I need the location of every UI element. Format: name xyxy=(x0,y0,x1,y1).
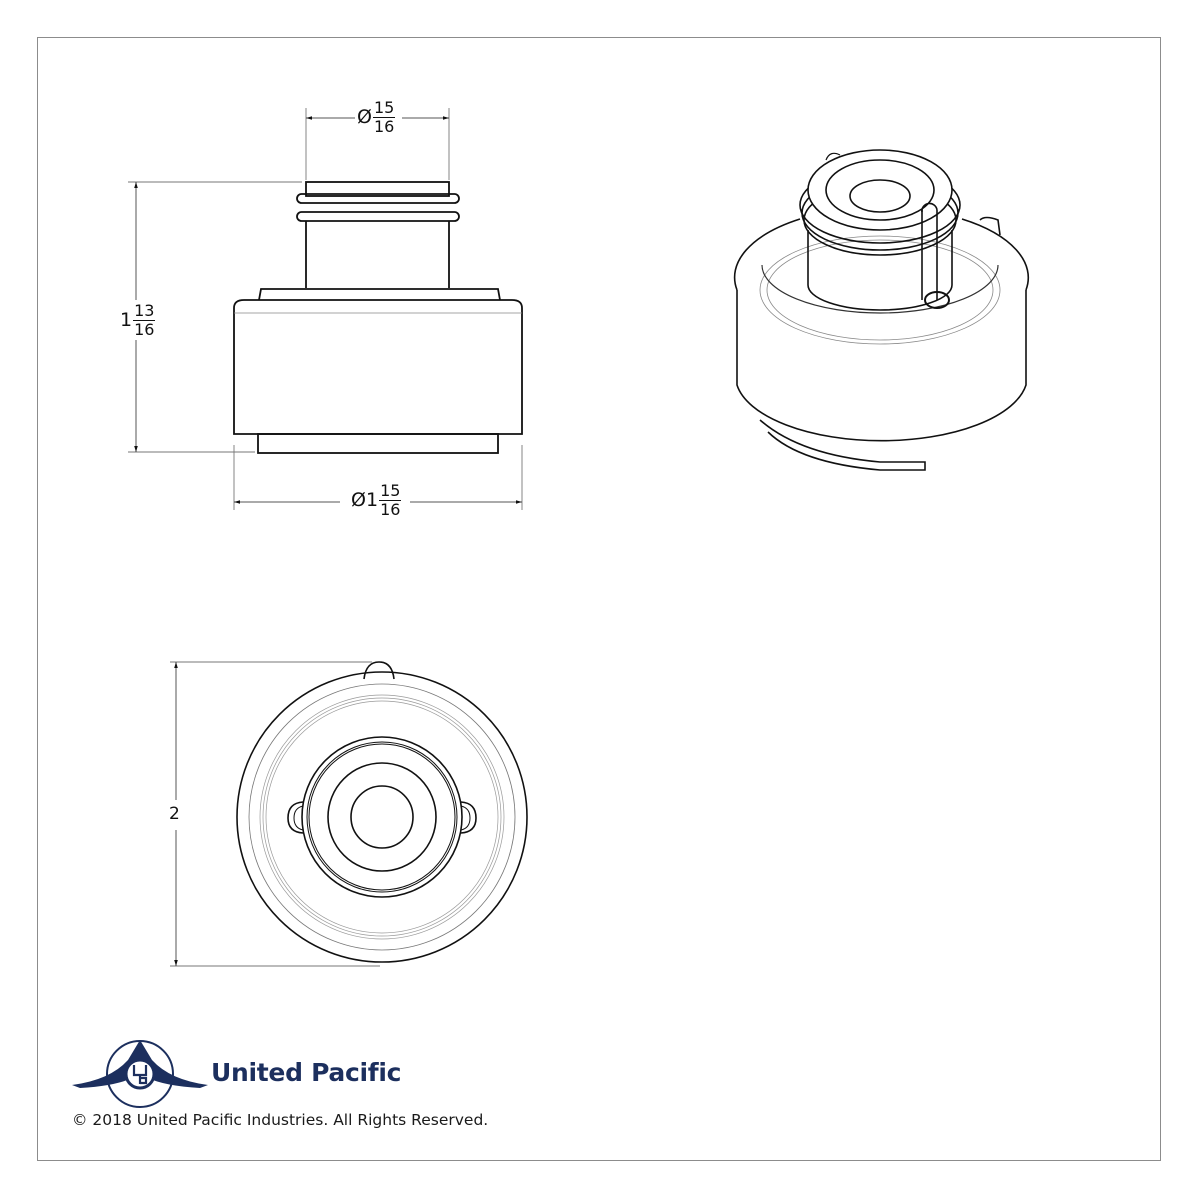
numerator: 13 xyxy=(133,301,156,321)
denominator: 16 xyxy=(373,117,395,136)
diameter-symbol: Ø xyxy=(357,106,372,128)
whole-number: 1 xyxy=(365,489,379,511)
fraction: 15 16 xyxy=(379,481,402,519)
top-view xyxy=(170,661,528,967)
isometric-view xyxy=(733,149,1030,471)
dimension-top-diameter: Ø 15 16 xyxy=(357,98,396,136)
numerator: 15 xyxy=(379,481,402,501)
diameter-symbol: Ø xyxy=(351,489,366,511)
numerator: 15 xyxy=(372,98,396,118)
copyright-text: © 2018 United Pacific Industries. All Ri… xyxy=(72,1111,489,1129)
fraction: 15 16 xyxy=(372,98,396,136)
dimension-base-diameter: Ø 1 15 16 xyxy=(351,481,402,519)
whole-number: 1 xyxy=(120,309,133,331)
dimension-height: 1 13 16 xyxy=(120,301,156,339)
united-pacific-logo-icon xyxy=(72,1040,208,1108)
brand-name: United Pacific xyxy=(211,1058,402,1087)
drawing-frame xyxy=(37,37,1161,1161)
dimension-top-view-height: 2 xyxy=(169,806,180,823)
side-view xyxy=(128,108,523,510)
dimension-value: 2 xyxy=(169,804,180,824)
fraction: 13 16 xyxy=(133,301,156,339)
denominator: 16 xyxy=(380,500,401,519)
denominator: 16 xyxy=(134,320,155,339)
